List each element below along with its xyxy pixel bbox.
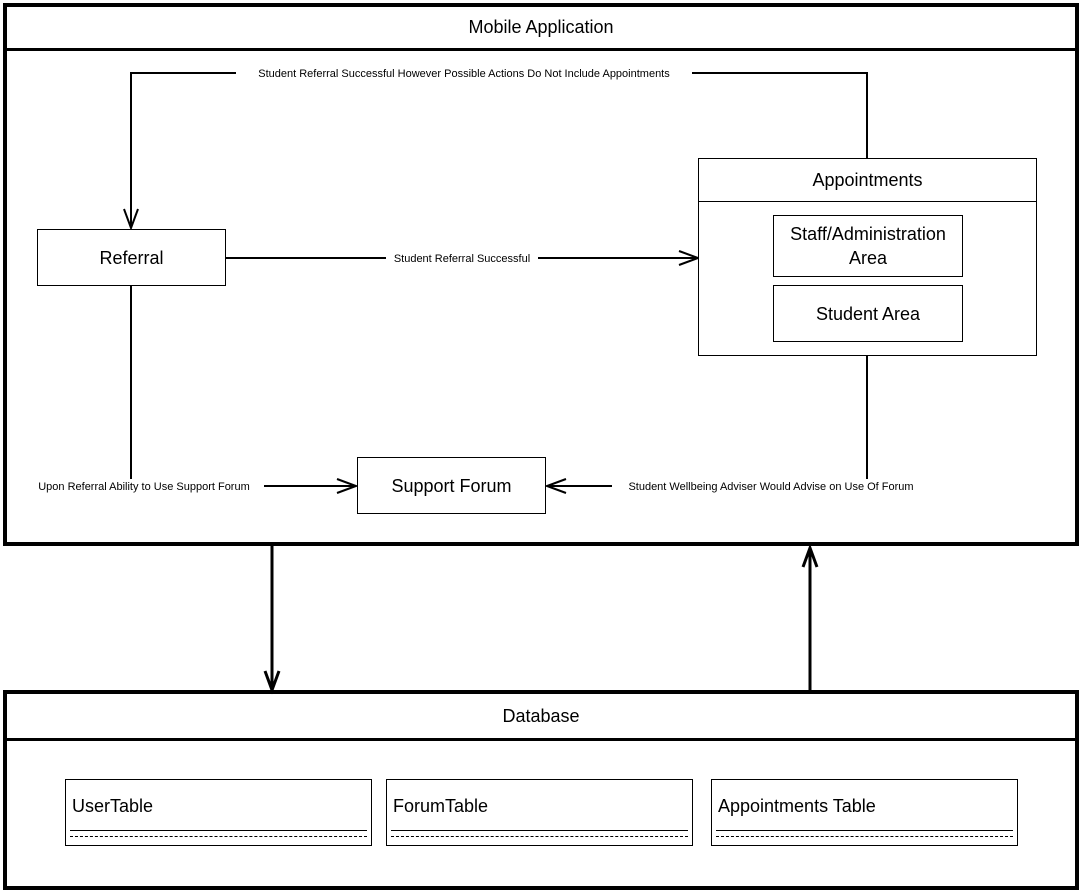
table-divider (716, 830, 1013, 831)
forum-table: ForumTable (386, 779, 693, 846)
arrowhead-database-to-app (801, 543, 819, 568)
user-table-name: UserTable (72, 796, 154, 816)
arrowhead-app-to-database (263, 670, 281, 695)
appointments-table-name: Appointments Table (718, 796, 876, 816)
table-divider-dashed (716, 836, 1013, 837)
arrowhead-referral-forum (336, 478, 359, 494)
staff-administration-area: Staff/Administration Area (773, 215, 963, 277)
mobile-application-title: Mobile Application (7, 7, 1075, 51)
referral-node: Referral (37, 229, 226, 286)
edge-label-top-loop: Student Referral Successful However Poss… (258, 68, 670, 80)
appointments-table: Appointments Table (711, 779, 1018, 846)
arrowhead-appointments-forum (544, 478, 567, 494)
edge-label-referral-appointments: Student Referral Successful (394, 253, 530, 265)
appointments-title: Appointments (699, 159, 1036, 202)
connector-referral-forum (130, 286, 356, 487)
table-divider-dashed (70, 836, 367, 837)
arrowhead-top-loop (123, 208, 139, 231)
support-forum-node: Support Forum (357, 457, 546, 514)
database-container: Database (3, 690, 1079, 890)
database-title: Database (7, 694, 1075, 741)
edge-label-appointments-forum: Student Wellbeing Adviser Would Advise o… (628, 481, 913, 493)
appointments-node: Appointments Staff/Administration Area S… (698, 158, 1037, 356)
table-divider (70, 830, 367, 831)
forum-table-name: ForumTable (393, 796, 489, 816)
table-divider (391, 830, 688, 831)
user-table: UserTable (65, 779, 372, 846)
mobile-application-container: Mobile Application (3, 3, 1079, 546)
connector-appointments-forum (547, 356, 868, 487)
table-divider-dashed (391, 836, 688, 837)
student-area: Student Area (773, 285, 963, 342)
edge-label-referral-forum: Upon Referral Ability to Use Support For… (38, 481, 250, 493)
